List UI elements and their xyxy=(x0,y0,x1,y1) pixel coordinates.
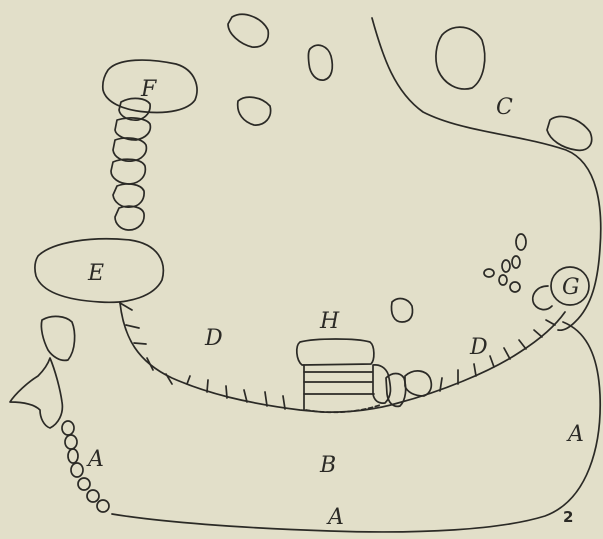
ossicle xyxy=(78,478,90,490)
tick-mark xyxy=(207,380,208,392)
nodule xyxy=(308,45,332,80)
h-upper-block xyxy=(297,339,374,365)
label-c: C xyxy=(496,95,513,120)
tick-mark xyxy=(134,343,146,344)
tick-mark xyxy=(120,303,132,310)
nodule xyxy=(238,97,271,125)
ossicle xyxy=(499,275,507,285)
outer-contour-a xyxy=(112,322,600,532)
label-b: B xyxy=(319,453,336,478)
tick-mark xyxy=(474,364,476,376)
ossicle xyxy=(516,234,526,250)
tick-mark xyxy=(534,330,542,337)
g-side-loop xyxy=(533,286,552,310)
structure-h xyxy=(297,339,380,412)
vertebra xyxy=(113,138,146,161)
tick-mark xyxy=(187,376,190,384)
ossicle xyxy=(71,463,83,477)
small-ossicle-cluster xyxy=(484,234,526,292)
tick-mark xyxy=(490,356,494,367)
tick-mark xyxy=(147,358,153,370)
label-a-right: A xyxy=(566,422,584,447)
nodule xyxy=(547,116,592,150)
vertebra xyxy=(113,184,144,207)
label-f: F xyxy=(140,77,157,102)
left-limb-upper xyxy=(41,316,74,360)
block-right-of-h xyxy=(405,371,431,396)
tick-mark xyxy=(504,348,510,359)
vertebra xyxy=(111,159,145,184)
figure-number: 2 xyxy=(563,508,573,526)
label-a-left: A xyxy=(86,447,104,472)
ossicle xyxy=(512,256,520,268)
tick-mark xyxy=(546,320,555,325)
ossicle xyxy=(502,260,510,272)
label-d-left: D xyxy=(204,326,223,351)
inner-contour-d xyxy=(120,303,565,412)
h-dashed-base xyxy=(306,405,380,412)
tick-mark xyxy=(166,374,172,384)
ossicle xyxy=(87,490,99,502)
tick-mark xyxy=(519,340,526,349)
ossicle xyxy=(510,282,520,292)
label-h: H xyxy=(319,309,340,334)
bone-chain-upper xyxy=(111,98,150,230)
label-g: G xyxy=(562,275,580,300)
ossicle xyxy=(65,435,77,449)
label-e: E xyxy=(87,261,104,286)
ossicle xyxy=(62,421,74,435)
nodule xyxy=(391,299,412,322)
nodule xyxy=(436,27,485,89)
tick-mark xyxy=(226,386,227,398)
tick-mark xyxy=(126,325,139,328)
vertebra xyxy=(115,118,150,140)
ossicle xyxy=(484,269,494,277)
scattered-nodules xyxy=(228,14,592,322)
label-d-right: D xyxy=(469,335,488,360)
ossicle xyxy=(68,449,78,463)
left-limb-lower xyxy=(10,358,62,428)
ossicle xyxy=(97,500,109,512)
label-a-bottom: A xyxy=(326,505,344,530)
nodule xyxy=(228,14,268,47)
vertebra xyxy=(115,206,144,230)
structure-g xyxy=(533,267,589,310)
